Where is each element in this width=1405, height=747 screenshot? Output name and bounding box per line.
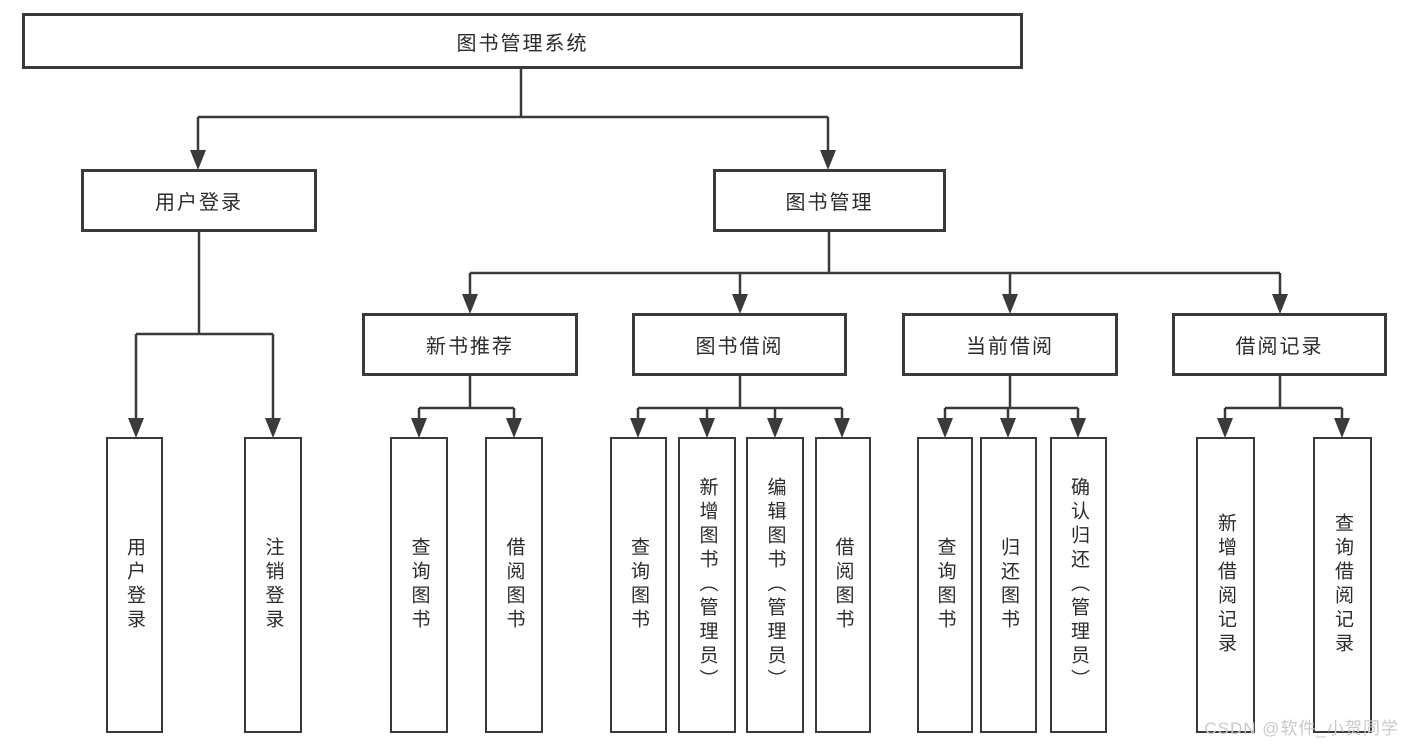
node-label: 图书管理 [785, 192, 874, 214]
node-label: 注销登录 [262, 537, 284, 633]
leaf-br-query-record: 查询借阅记录 [1313, 437, 1372, 733]
node-label: 当前借阅 [966, 336, 1054, 358]
node-label: 查询图书 [408, 537, 430, 633]
node-book-management: 图书管理 [713, 169, 946, 232]
leaf-bb-borrow-book: 借阅图书 [815, 437, 871, 733]
leaf-bb-add-book-admin: 新增图书（管理员） [678, 437, 736, 733]
csdn-watermark: CSDN @软件_小贺同学 [1204, 719, 1399, 738]
leaf-logout: 注销登录 [244, 437, 302, 733]
node-label: 用户登录 [124, 537, 145, 633]
node-label: 借阅记录 [1235, 336, 1324, 358]
node-new-book-recommend: 新书推荐 [362, 313, 578, 376]
node-book-borrow: 图书借阅 [632, 313, 847, 376]
leaf-user-login: 用户登录 [106, 437, 163, 733]
node-label: 借阅图书 [832, 537, 854, 633]
leaf-bb-edit-book-admin: 编辑图书（管理员） [746, 437, 804, 733]
node-label: 用户登录 [155, 192, 243, 214]
node-label: 归还图书 [998, 537, 1019, 633]
connector-paths [134, 69, 1344, 420]
node-label: 编辑图书（管理员） [764, 477, 786, 693]
leaf-cb-confirm-return-admin: 确认归还（管理员） [1050, 437, 1107, 733]
node-label: 查询借阅记录 [1332, 513, 1353, 657]
leaf-br-add-record: 新增借阅记录 [1196, 437, 1255, 733]
node-label: 新增借阅记录 [1215, 513, 1236, 657]
node-label: 图书管理系统 [456, 32, 589, 55]
node-current-borrow: 当前借阅 [902, 313, 1118, 376]
node-borrow-record: 借阅记录 [1172, 313, 1387, 376]
leaf-cb-query-book: 查询图书 [917, 437, 973, 733]
node-label: 图书借阅 [695, 336, 784, 358]
arrowheads [128, 150, 1350, 438]
node-label: 确认归还（管理员） [1068, 477, 1089, 693]
leaf-cb-return-book: 归还图书 [980, 437, 1037, 733]
leaf-nbr-query-book: 查询图书 [390, 437, 448, 733]
node-label: 查询图书 [628, 537, 649, 633]
node-library-management-system: 图书管理系统 [22, 13, 1023, 69]
node-label: 查询图书 [934, 537, 956, 633]
node-user-login: 用户登录 [81, 169, 317, 232]
leaf-nbr-borrow-book: 借阅图书 [485, 437, 543, 733]
node-label: 新增图书（管理员） [696, 477, 718, 693]
node-label: 借阅图书 [503, 537, 525, 633]
node-label: 新书推荐 [426, 336, 514, 358]
leaf-bb-query-book: 查询图书 [610, 437, 667, 733]
